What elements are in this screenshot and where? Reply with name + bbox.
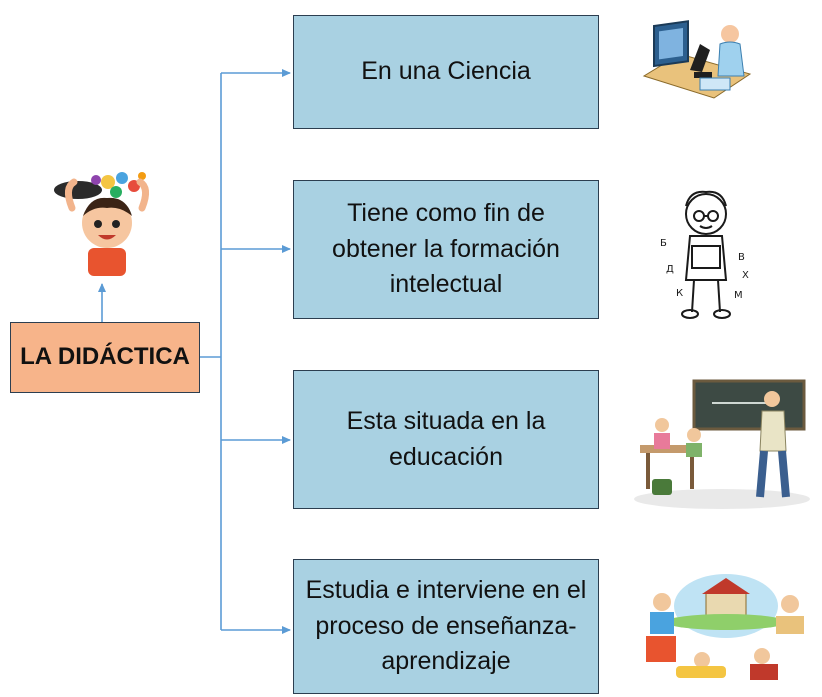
boy-with-letters-icon: Б Д В Х К М [660, 190, 749, 319]
scientist-microscope-icon [642, 20, 752, 99]
branch-label: Estudia e interviene en el proceso de en… [305, 576, 587, 676]
branch-label: Tiene como fin de obtener la formación i… [332, 199, 560, 299]
classroom-teacher-icon [634, 379, 810, 509]
children-school-icon [646, 574, 804, 680]
root-node: LA DIDÁCTICA [10, 322, 200, 393]
branch-node-ensenanza: Estudia e interviene en el proceso de en… [293, 559, 599, 694]
branch-node-formacion: Tiene como fin de obtener la formación i… [293, 180, 599, 319]
svg-text:М: М [734, 290, 743, 301]
branch-node-ciencia: En una Ciencia [293, 15, 599, 129]
svg-text:Х: Х [742, 270, 749, 281]
root-label: LA DIDÁCTICA [20, 343, 190, 371]
svg-text:Д: Д [666, 264, 674, 275]
branch-label: Esta situada en la educación [346, 407, 546, 471]
svg-text:В: В [738, 252, 745, 263]
branch-node-educacion: Esta situada en la educación [293, 370, 599, 509]
child-ideas-head-icon [54, 172, 149, 276]
svg-text:Б: Б [660, 238, 667, 249]
svg-text:К: К [676, 288, 683, 299]
branch-label: En una Ciencia [361, 57, 531, 86]
